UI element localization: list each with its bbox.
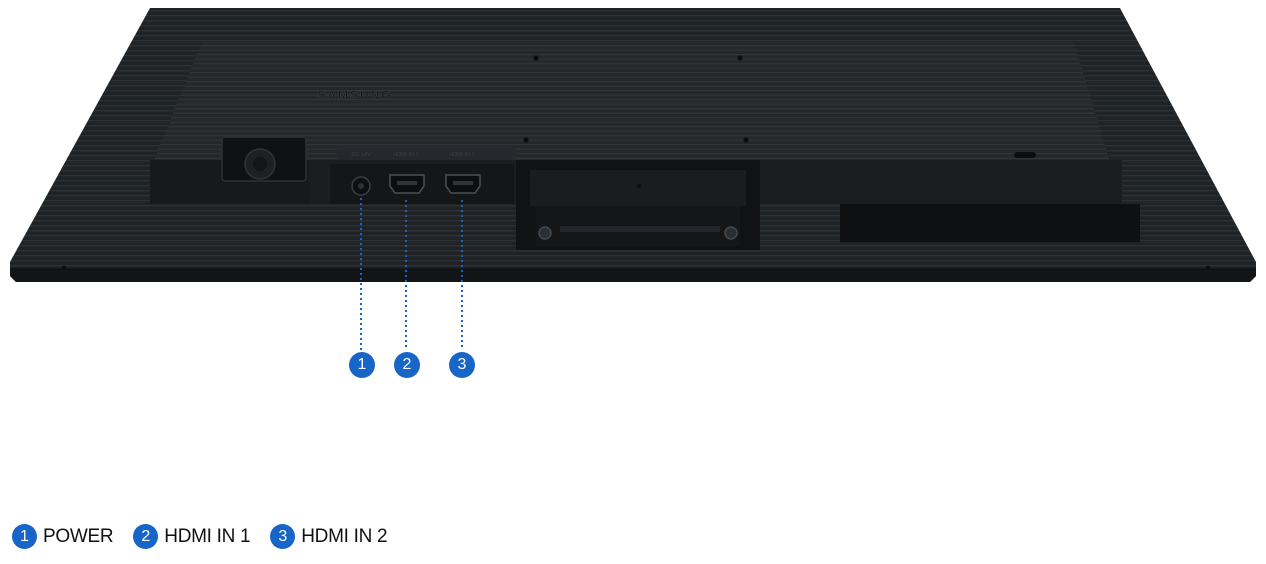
mount-hole bbox=[533, 55, 539, 61]
mount-hole bbox=[743, 137, 749, 143]
callout-1: 1 bbox=[349, 352, 375, 378]
mount-hole bbox=[737, 55, 743, 61]
port-label-strip bbox=[336, 146, 516, 160]
vesa-screw bbox=[538, 226, 552, 240]
vesa-screw bbox=[724, 226, 738, 240]
callout-3-number: 3 bbox=[457, 356, 467, 373]
legend-item-hdmi1: 2 HDMI IN 1 bbox=[133, 524, 251, 549]
screw-hole-left bbox=[61, 265, 67, 271]
monitor-bottom-edge bbox=[10, 268, 1256, 282]
legend-label: HDMI IN 2 bbox=[301, 525, 388, 547]
port-legend: 1 POWER 2 HDMI IN 1 3 HDMI IN 2 bbox=[12, 524, 407, 549]
foot-recess bbox=[840, 204, 1140, 242]
legend-label: POWER bbox=[43, 525, 114, 547]
legend-label: HDMI IN 1 bbox=[164, 525, 251, 547]
callout-1-number: 1 bbox=[357, 356, 367, 373]
legend-badge: 1 bbox=[12, 524, 37, 549]
port-label-hdmi2: HDMI IN 2 bbox=[449, 152, 475, 158]
screw-hole-right bbox=[1205, 265, 1211, 271]
port-label-dc: DC 14V bbox=[351, 152, 371, 158]
legend-badge: 3 bbox=[270, 524, 296, 549]
callout-3: 3 bbox=[449, 352, 475, 378]
callout-2-number: 2 bbox=[402, 356, 412, 373]
brand-logo: SAMSUNG bbox=[317, 88, 392, 102]
mount-hole bbox=[523, 137, 529, 143]
legend-badge: 2 bbox=[133, 524, 159, 549]
legend-item-power: 1 POWER bbox=[12, 524, 114, 549]
callout-2: 2 bbox=[394, 352, 420, 378]
port-label-hdmi1: HDMI IN 1 bbox=[393, 152, 419, 158]
legend-item-hdmi2: 3 HDMI IN 2 bbox=[270, 524, 388, 549]
security-slot bbox=[1014, 152, 1036, 158]
